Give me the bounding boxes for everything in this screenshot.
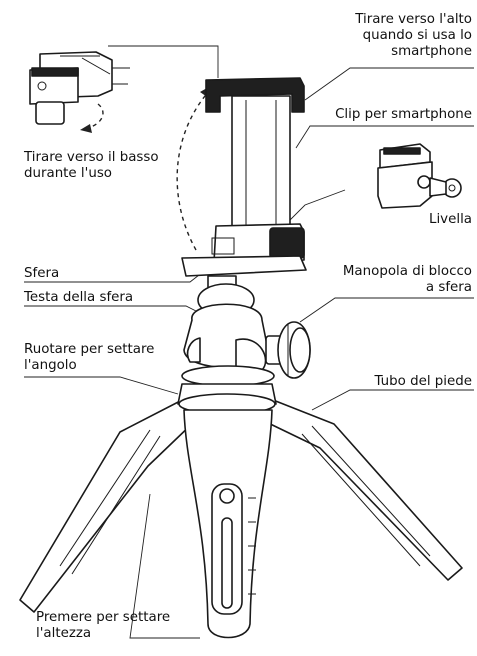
label-press-height: Premere per settare l'altezza: [36, 610, 171, 641]
label-level: Livella: [429, 212, 472, 227]
label-leg-tube: Tubo del piede: [374, 374, 473, 389]
label-smartphone-clip: Clip per smartphone: [335, 107, 472, 122]
label-sphere: Sfera: [24, 266, 60, 281]
pull-up-arrow: [176, 89, 211, 251]
label-rotate-angle: Ruotare per settare l'angolo: [24, 342, 155, 373]
ball-lock-knob: [265, 321, 311, 379]
clip-detail-inset: [29, 51, 130, 125]
label-sphere-head: Testa della sfera: [24, 290, 134, 305]
pull-down-arrowhead: [80, 124, 92, 133]
ball-head: [181, 275, 311, 387]
tripod-legs: [19, 397, 463, 613]
leader-lines: [24, 45, 474, 639]
level-detail-inset: [377, 143, 462, 209]
label-pull-down: Tirare verso il basso durante l'uso: [24, 150, 159, 181]
label-ball-lock-knob: Manopola di blocco a sfera: [342, 264, 472, 295]
center-column: [177, 383, 277, 639]
phone-clip: [181, 77, 307, 277]
pull-down-arrow: [87, 103, 104, 129]
label-pull-up: Tirare verso l'alto quando si usa lo sma…: [355, 12, 472, 59]
